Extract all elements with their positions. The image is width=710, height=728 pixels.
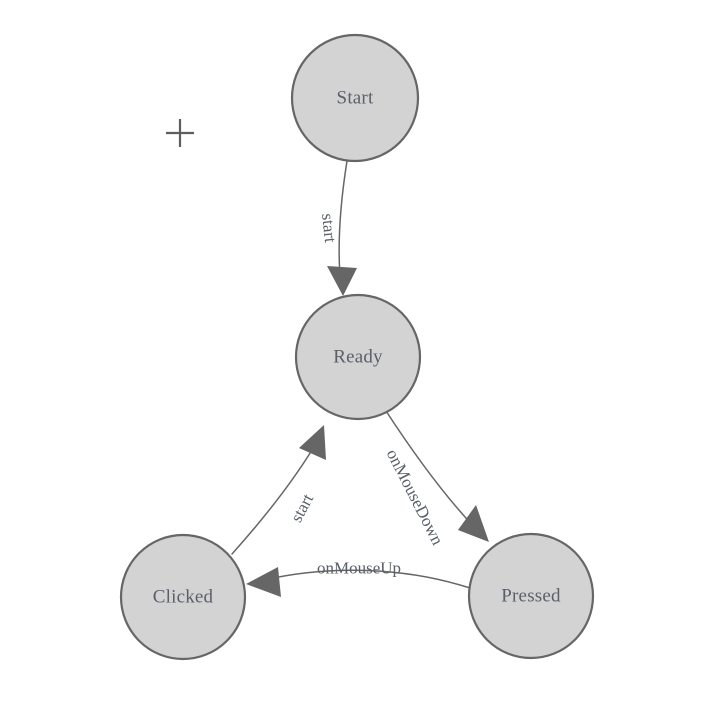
edge-start-to-ready[interactable]: start [318,160,357,296]
node-label-pressed: Pressed [501,586,561,607]
node-shape-ready[interactable] [294,293,422,421]
arrowhead-ready-to-pressed [458,505,489,542]
node-label-ready: Ready [333,347,383,368]
edge-label-start-to-ready: start [318,212,340,243]
edge-path-pressed-to-clicked[interactable] [263,569,471,589]
arrowhead-start-to-ready [327,266,357,296]
plus-marker[interactable] [166,119,194,147]
arrowhead-clicked-to-ready [299,425,326,460]
edge-ready-to-pressed[interactable]: onMouseDown [383,410,489,548]
node-label-start: Start [337,88,374,109]
node-shape-start[interactable] [290,33,420,163]
arrowhead-pressed-to-clicked [246,567,281,597]
node-shape-pressed[interactable] [467,532,595,660]
edge-clicked-to-ready[interactable]: start [231,425,326,555]
edge-label-ready-to-pressed: onMouseDown [383,446,448,548]
node-pressed[interactable]: Pressed [467,532,595,660]
edge-label-pressed-to-clicked: onMouseUp [317,559,401,578]
node-clicked[interactable]: Clicked [119,533,247,661]
edge-label-clicked-to-ready: start [287,490,318,525]
node-start[interactable]: Start [290,33,420,163]
edge-path-clicked-to-ready[interactable] [231,449,313,555]
edge-pressed-to-clicked[interactable]: onMouseUp [246,559,471,598]
node-shape-clicked[interactable] [119,533,247,661]
node-label-clicked: Clicked [153,587,214,608]
node-ready[interactable]: Ready [294,293,422,421]
